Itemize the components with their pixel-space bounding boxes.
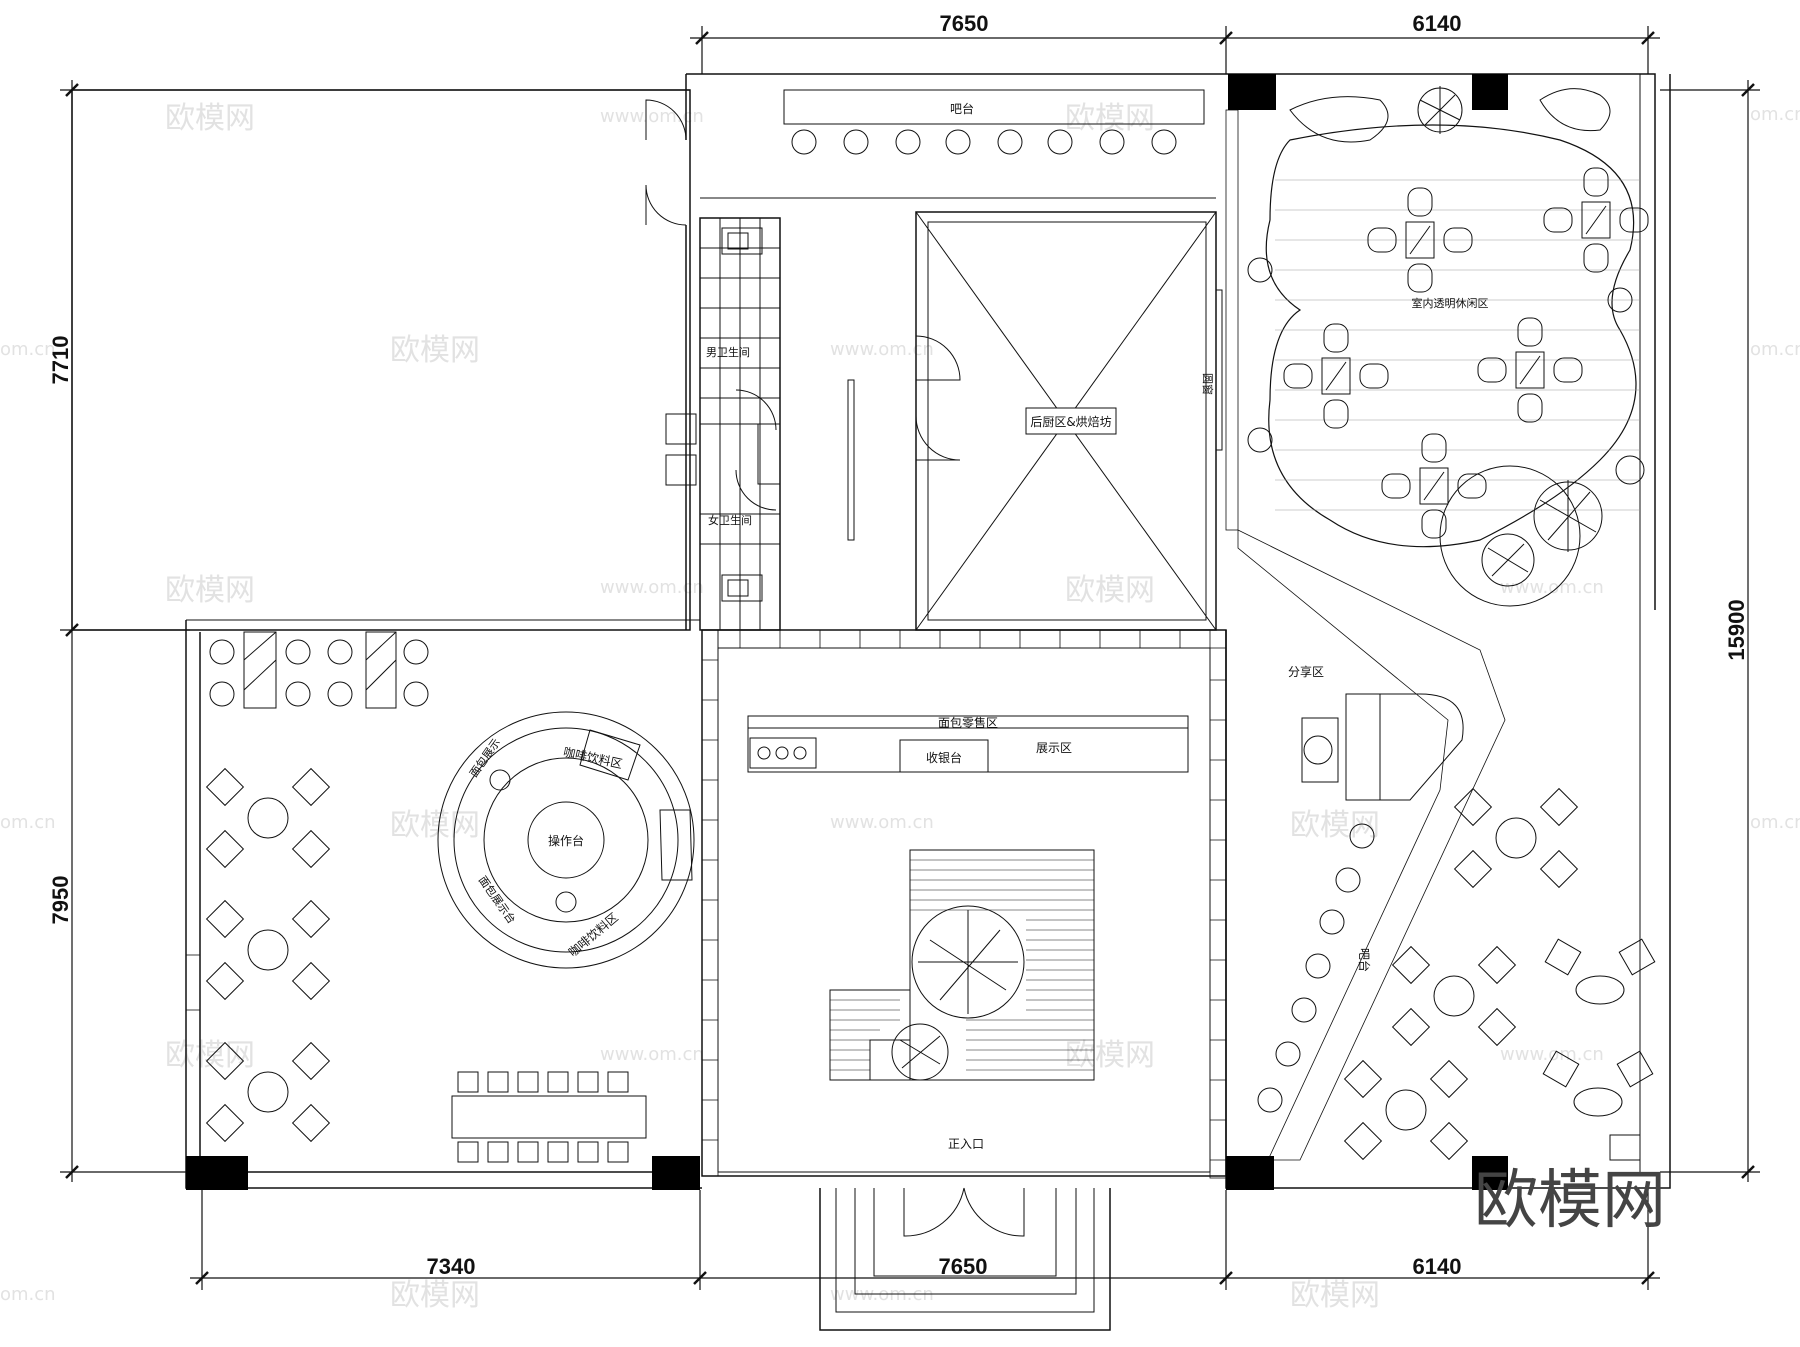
watermark-text: 欧模网 bbox=[165, 1038, 255, 1073]
dim-left-lower: 7950 bbox=[48, 876, 73, 925]
walls bbox=[71, 73, 1671, 1331]
room-labels: 吧台 男卫生间 女卫生间 后厨区&烘焙坊 圆窗 室内透明休闲区 面包零售区 收银… bbox=[467, 101, 1488, 1151]
label-round-window: 圆窗 bbox=[1201, 373, 1215, 395]
stool-group-left bbox=[209, 631, 429, 709]
dimension-labels: 7650 6140 7340 7650 6140 7710 7950 15900 bbox=[48, 11, 1749, 1279]
watermark-text: 欧模网 bbox=[1290, 808, 1380, 843]
watermark-text: 欧模网 bbox=[1065, 573, 1155, 608]
watermark-url: om.cn bbox=[1750, 812, 1800, 833]
watermark-url: www.om.cn bbox=[1500, 1044, 1604, 1065]
label-cashier: 收银台 bbox=[926, 750, 962, 765]
watermark-url: om.cn bbox=[0, 812, 56, 833]
round-coffee-counter bbox=[437, 711, 695, 969]
brand-watermark: 欧模网 bbox=[1474, 1164, 1666, 1238]
watermark-url: www.om.cn bbox=[600, 1044, 704, 1065]
bakery-counters bbox=[747, 715, 1189, 1081]
kitchen-label-box bbox=[1025, 407, 1117, 435]
label-coffee-drinks-1: 咖啡饮料区 bbox=[562, 744, 624, 771]
kitchen-doors bbox=[847, 289, 1223, 541]
dim-bottom-mid: 7650 bbox=[939, 1254, 988, 1279]
watermark-url: www.om.cn bbox=[830, 812, 934, 833]
dim-bottom-left: 7340 bbox=[427, 1254, 476, 1279]
watermark-text: 欧模网 bbox=[390, 808, 480, 843]
label-display: 展示区 bbox=[1036, 741, 1072, 755]
label-main-entrance: 正入口 bbox=[948, 1137, 984, 1151]
dim-right-total: 15900 bbox=[1724, 599, 1749, 660]
dim-bottom-right: 6140 bbox=[1413, 1254, 1462, 1279]
display-platform-hatch bbox=[830, 859, 1094, 1071]
watermark-url: om.cn bbox=[1750, 104, 1800, 125]
watermark-text: 欧模网 bbox=[390, 1278, 480, 1313]
watermark-url: om.cn bbox=[0, 339, 56, 360]
dimension-lines bbox=[60, 26, 1760, 1290]
label-bar-diagonal: 吧台 bbox=[1357, 948, 1372, 972]
leisure-table-sets bbox=[1283, 167, 1649, 539]
label-bread-display-1: 面包展示 bbox=[467, 736, 503, 779]
dim-top-left: 7650 bbox=[940, 11, 989, 36]
watermark-url: www.om.cn bbox=[1500, 577, 1604, 598]
watermark-layer: 欧模网 欧模网 欧模网 欧模网 欧模网 欧模网 欧模网 欧模网 欧模网 欧模网 … bbox=[0, 101, 1800, 1313]
columns bbox=[186, 74, 1508, 1190]
label-indoor-leisure: 室内透明休闲区 bbox=[1412, 296, 1489, 310]
label-back-kitchen: 后厨区&烘焙坊 bbox=[1030, 414, 1111, 429]
watermark-url: www.om.cn bbox=[600, 106, 704, 127]
watermark-text: 欧模网 bbox=[1290, 1278, 1380, 1313]
watermark-text: 欧模网 bbox=[1065, 101, 1155, 136]
watermark-text: 欧模网 bbox=[390, 333, 480, 368]
indoor-leisure-floor bbox=[1265, 124, 1640, 548]
watermark-url: om.cn bbox=[0, 1284, 56, 1305]
watermark-url: www.om.cn bbox=[600, 577, 704, 598]
share-area-furniture bbox=[1257, 693, 1656, 1161]
long-table bbox=[451, 1071, 647, 1163]
top-bar-counter bbox=[700, 89, 1216, 199]
plants bbox=[891, 86, 1645, 1081]
round-table-sets-left bbox=[205, 767, 331, 1143]
label-bar-top: 吧台 bbox=[950, 101, 974, 116]
bar-stools-top bbox=[791, 129, 1177, 155]
watermark-text: 欧模网 bbox=[165, 101, 255, 136]
dim-left-upper: 7710 bbox=[48, 336, 73, 385]
label-womens-restroom: 女卫生间 bbox=[708, 513, 752, 527]
watermark-url: www.om.cn bbox=[830, 339, 934, 360]
watermark-text: 欧模网 bbox=[165, 573, 255, 608]
label-share-area: 分享区 bbox=[1288, 664, 1324, 679]
dim-top-right: 6140 bbox=[1413, 11, 1462, 36]
restroom-fixtures bbox=[665, 218, 781, 630]
label-operation-table: 操作台 bbox=[548, 833, 584, 848]
watermark-text: 欧模网 bbox=[1065, 1038, 1155, 1073]
label-bread-display-2: 面包展示台 bbox=[476, 873, 519, 926]
label-bread-retail: 面包零售区 bbox=[938, 715, 998, 730]
label-mens-restroom: 男卫生间 bbox=[706, 345, 750, 359]
watermark-url: om.cn bbox=[1750, 339, 1800, 360]
